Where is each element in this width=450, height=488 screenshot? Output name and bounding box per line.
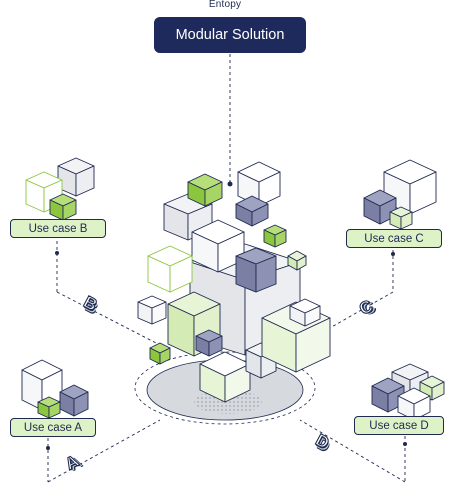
central-cubes — [137, 161, 331, 403]
connector-dots — [46, 181, 407, 450]
use-case-c-label: Use case C — [346, 229, 442, 248]
use-case-b-cubes — [25, 157, 95, 221]
use-case-d-cubes — [371, 363, 445, 421]
use-case-b-label: Use case B — [10, 219, 106, 238]
connector-b-diagonal — [56, 291, 161, 346]
use-case-a-label: Use case A — [10, 418, 96, 437]
connector-d-diagonal — [299, 419, 406, 483]
use-case-a-cubes — [21, 359, 89, 419]
use-case-d-label: Use case D — [354, 416, 444, 435]
brand-name: Entopy — [208, 0, 242, 10]
use-case-c-cubes — [363, 159, 437, 230]
modular-solution-title: Modular Solution — [154, 17, 306, 53]
